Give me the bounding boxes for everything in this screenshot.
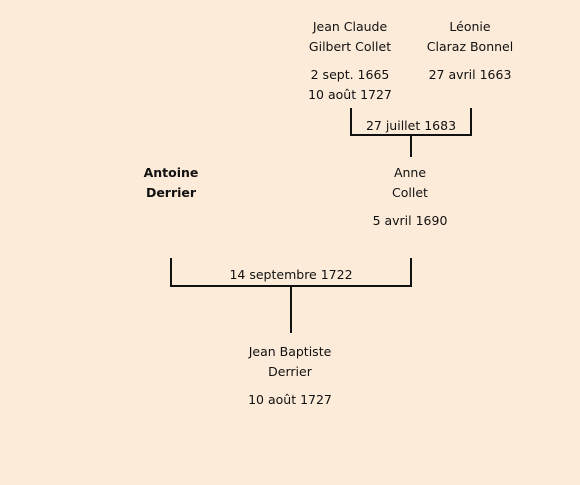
person-name: Derrier [268, 364, 312, 379]
marriage-date: 14 septembre 1722 [229, 267, 353, 282]
connector-line [170, 285, 412, 287]
connector-line [410, 136, 412, 157]
birth-date: 27 avril 1663 [428, 67, 512, 82]
death-date: 10 août 1727 [308, 87, 392, 102]
person-name: Collet [392, 185, 428, 200]
person-jean-baptiste-derrier[interactable]: Jean Baptiste Derrier 10 août 1727 [225, 342, 355, 410]
connector-line [350, 108, 352, 136]
connector-line [350, 134, 472, 136]
person-jean-claude-gilbert-collet[interactable]: Jean Claude Gilbert Collet 2 sept. 1665 … [290, 17, 410, 105]
person-name: Claraz Bonnel [426, 39, 514, 54]
connector-line [470, 108, 472, 136]
person-name: Gilbert Collet [308, 39, 392, 54]
person-name: Derrier [145, 185, 197, 200]
person-leonie-claraz-bonnel[interactable]: Léonie Claraz Bonnel 27 avril 1663 [410, 17, 530, 85]
person-antoine-derrier[interactable]: Antoine Derrier [121, 163, 221, 203]
person-name: Jean Claude [312, 19, 388, 34]
person-name: Léonie [449, 19, 491, 34]
birth-date: 5 avril 1690 [372, 213, 448, 228]
connector-line [170, 258, 172, 287]
birth-date: 2 sept. 1665 [310, 67, 390, 82]
person-anne-collet[interactable]: Anne Collet 5 avril 1690 [350, 163, 470, 231]
person-name: Anne [393, 165, 427, 180]
connector-line [290, 287, 292, 333]
marriage-date: 27 juillet 1683 [365, 118, 457, 133]
date: 10 août 1727 [248, 392, 332, 407]
person-name: Jean Baptiste [248, 344, 332, 359]
person-name: Antoine [143, 165, 199, 180]
connector-line [410, 258, 412, 287]
